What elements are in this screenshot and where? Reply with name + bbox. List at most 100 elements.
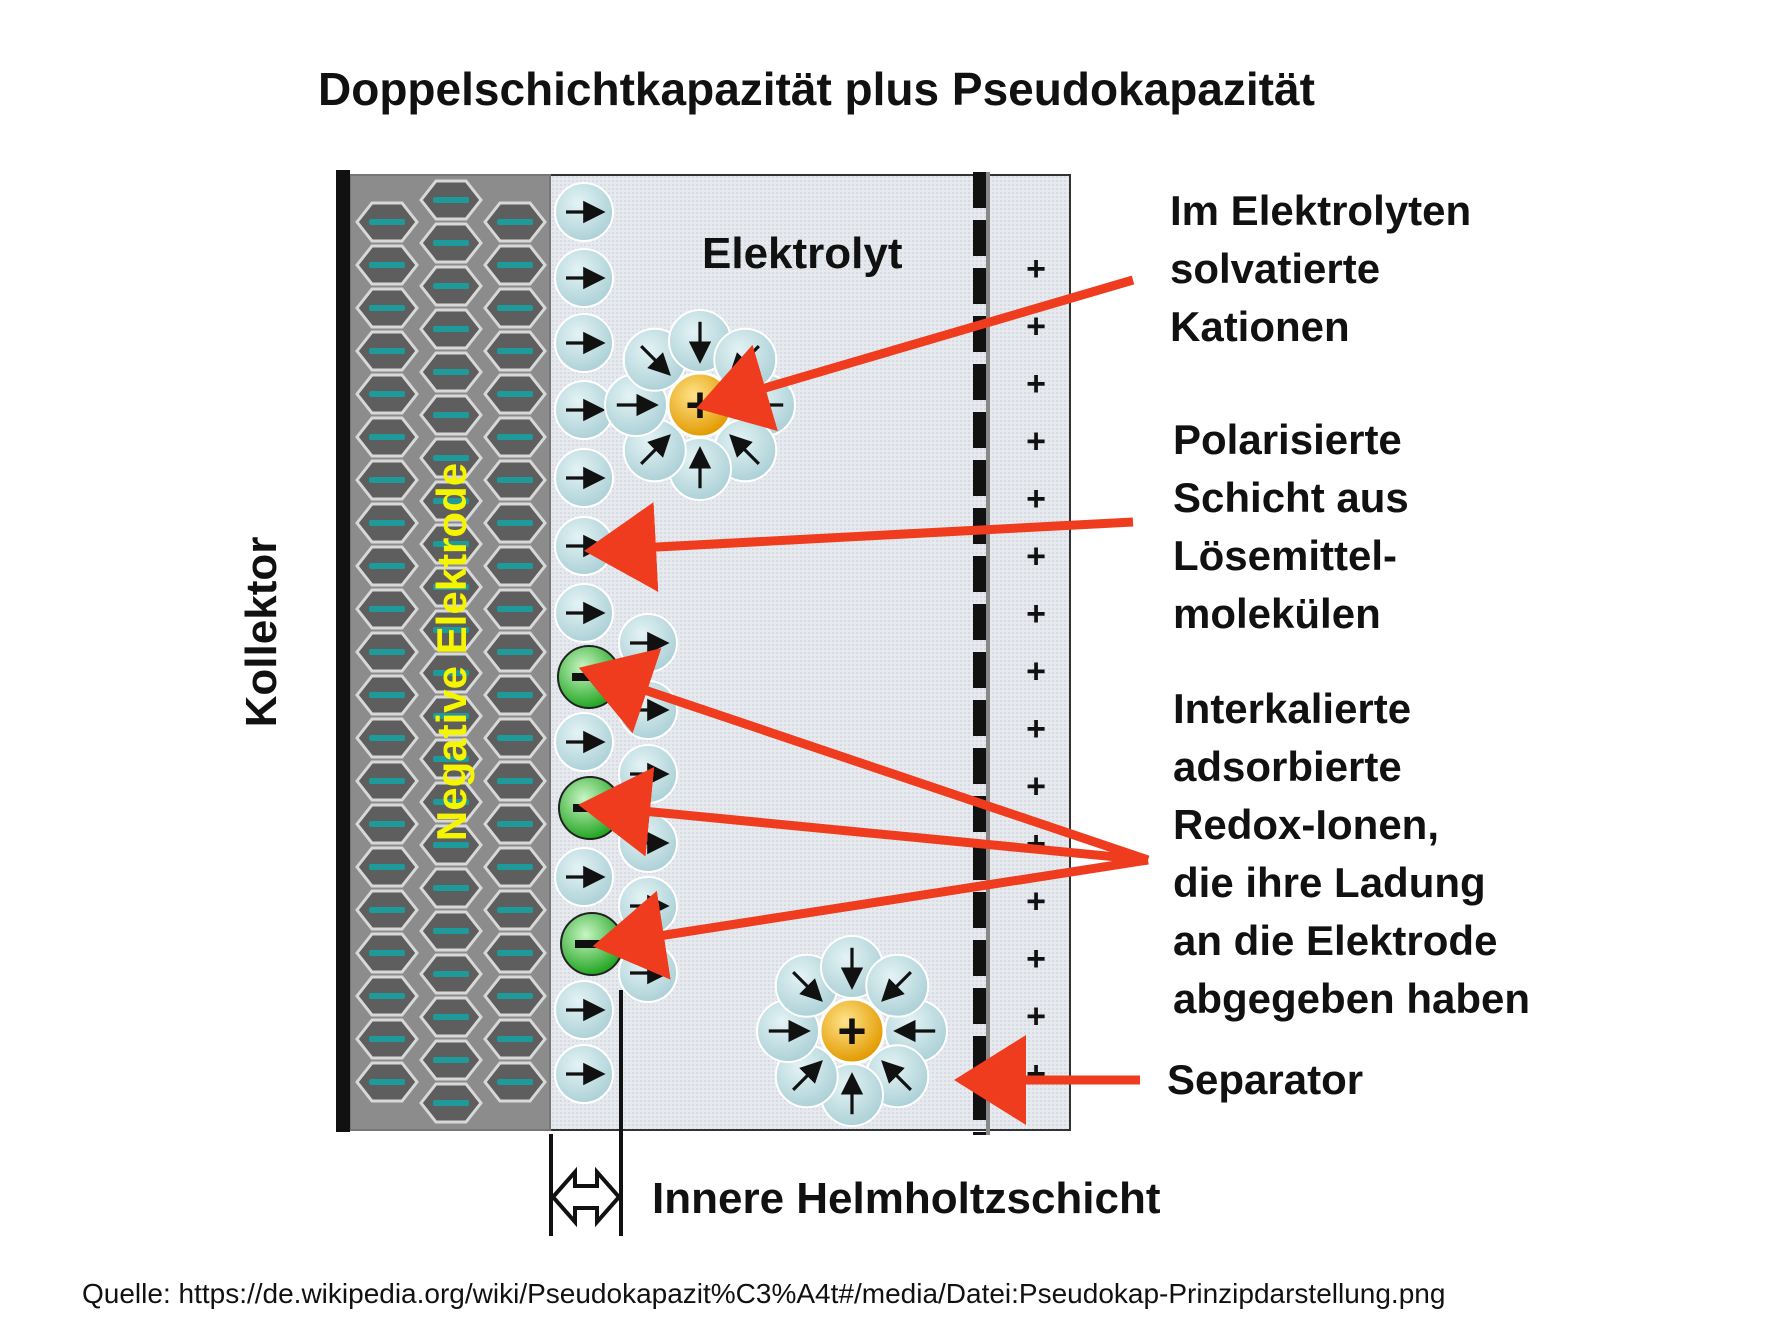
electrode-charge-mark bbox=[497, 348, 533, 354]
minus-sign bbox=[575, 940, 609, 948]
annotation-arrows bbox=[578, 275, 1150, 1125]
plus-sign: + bbox=[1026, 710, 1046, 748]
electrode-charge-mark bbox=[497, 262, 533, 268]
electrode-charge-mark bbox=[369, 477, 405, 483]
redox-ions bbox=[557, 645, 624, 976]
electrode-charge-mark bbox=[497, 606, 533, 612]
electrode-charge-mark bbox=[433, 670, 469, 676]
electrode-charge-mark bbox=[369, 735, 405, 741]
electrode-charge-mark bbox=[369, 563, 405, 569]
electrode-charge-mark bbox=[433, 928, 469, 934]
electrode-charge-mark bbox=[433, 412, 469, 418]
electrode-charge-mark bbox=[369, 219, 405, 225]
arrow-to-cation bbox=[696, 275, 1135, 432]
electrode-charge-mark bbox=[497, 649, 533, 655]
double-arrow-icon bbox=[550, 1166, 622, 1228]
solvent-molecule bbox=[554, 448, 614, 508]
electrode-charge-mark bbox=[433, 283, 469, 289]
plus-sign: + bbox=[1026, 940, 1046, 978]
collector-bar bbox=[336, 170, 350, 1132]
electrode-charge-mark bbox=[497, 821, 533, 827]
electrode-charge-mark bbox=[497, 907, 533, 913]
solvated-cation: + bbox=[756, 935, 948, 1127]
solvent-molecule bbox=[618, 613, 678, 673]
label-redox-ions: Interkalierte adsorbierte Redox-Ionen, d… bbox=[1173, 685, 1531, 1022]
electrode-charge-mark bbox=[433, 240, 469, 246]
electrode-charge-mark bbox=[497, 563, 533, 569]
electrode-charge-mark bbox=[433, 584, 469, 590]
solvent-molecule bbox=[554, 248, 614, 308]
electrode-charge-mark bbox=[497, 477, 533, 483]
electrode-charge-mark bbox=[433, 842, 469, 848]
diagram-title: Doppelschichtkapazität plus Pseudokapazi… bbox=[318, 63, 1315, 115]
electrode-charge-mark bbox=[497, 950, 533, 956]
electrode-charge-mark bbox=[369, 262, 405, 268]
plus-sign: + bbox=[1026, 365, 1046, 403]
minus-sign bbox=[573, 804, 607, 812]
solvent-molecule bbox=[554, 712, 614, 772]
plus-sign: + bbox=[1026, 423, 1046, 461]
electrode-charge-mark bbox=[497, 993, 533, 999]
electrode-charge-mark bbox=[497, 778, 533, 784]
electrode-charge-mark bbox=[369, 778, 405, 784]
electrode-charge-mark bbox=[369, 1036, 405, 1042]
label-polarized-layer: Polarisierte Schicht aus Lösemittel- mol… bbox=[1173, 416, 1409, 637]
electrode-charge-mark bbox=[433, 326, 469, 332]
plus-sign: + bbox=[1026, 768, 1046, 806]
source-citation: Quelle: https://de.wikipedia.org/wiki/Ps… bbox=[82, 1278, 1446, 1309]
collector-label: Kollektor bbox=[237, 537, 286, 728]
arrow-to-redox-ion-2 bbox=[578, 766, 1149, 865]
solvent-molecule bbox=[554, 583, 614, 643]
solvent-molecule bbox=[554, 516, 614, 576]
redox-ion bbox=[560, 912, 624, 976]
solvent-molecule bbox=[618, 943, 678, 1003]
electrode-charge-mark bbox=[369, 1079, 405, 1085]
plus-sign: + bbox=[1026, 1055, 1046, 1093]
electrode-charge-mark bbox=[497, 1036, 533, 1042]
cation-plus-sign: + bbox=[685, 377, 714, 433]
redox-ion bbox=[557, 645, 621, 709]
electrode-charge-mark bbox=[433, 756, 469, 762]
electrode-hex-grid bbox=[355, 179, 547, 1124]
electrode-charge-mark bbox=[433, 498, 469, 504]
electrode-charge-mark bbox=[369, 434, 405, 440]
arrow-to-solvent-layer bbox=[584, 502, 1134, 592]
electrode-charge-mark bbox=[497, 219, 533, 225]
electrode-charge-mark bbox=[433, 885, 469, 891]
electrode-charge-mark bbox=[369, 649, 405, 655]
electrode-charge-mark bbox=[369, 907, 405, 913]
plus-sign: + bbox=[1026, 308, 1046, 346]
electrode-charge-mark bbox=[433, 197, 469, 203]
electrode-charge-mark bbox=[433, 541, 469, 547]
electrode-charge-mark bbox=[433, 799, 469, 805]
solvent-molecule bbox=[554, 980, 614, 1040]
label-solvated-cations: Im Elektrolyten solvatierte Kationen bbox=[1170, 187, 1472, 350]
minus-sign bbox=[572, 673, 606, 681]
plus-sign: + bbox=[1026, 653, 1046, 691]
electrode-charge-mark bbox=[369, 606, 405, 612]
electrode-charge-mark bbox=[369, 305, 405, 311]
electrode-charge-mark bbox=[433, 627, 469, 633]
plus-sign: + bbox=[1026, 595, 1046, 633]
plus-sign: + bbox=[1026, 480, 1046, 518]
arrow-to-redox-ion-3 bbox=[592, 855, 1149, 980]
solvated-cation: + bbox=[604, 309, 796, 501]
electrode-charge-mark bbox=[497, 864, 533, 870]
solvent-molecule bbox=[865, 953, 930, 1018]
electrode-charge-mark bbox=[497, 1079, 533, 1085]
arrow-to-redox-ion-1 bbox=[578, 648, 1150, 865]
electrode-charge-mark bbox=[369, 821, 405, 827]
solvent-molecule bbox=[554, 313, 614, 373]
electrode-charge-mark bbox=[433, 1100, 469, 1106]
solvent-molecule bbox=[554, 380, 614, 440]
electrode-charge-mark bbox=[369, 692, 405, 698]
plus-signs: +++++++++++++++ bbox=[1026, 250, 1046, 1093]
solvent-molecule bbox=[618, 813, 678, 873]
solvent-molecule bbox=[618, 744, 678, 804]
redox-ion bbox=[558, 776, 622, 840]
electrode-charge-mark bbox=[433, 455, 469, 461]
electrode-charge-mark bbox=[369, 950, 405, 956]
electrode-charge-mark bbox=[433, 713, 469, 719]
electrode-charge-mark bbox=[433, 971, 469, 977]
